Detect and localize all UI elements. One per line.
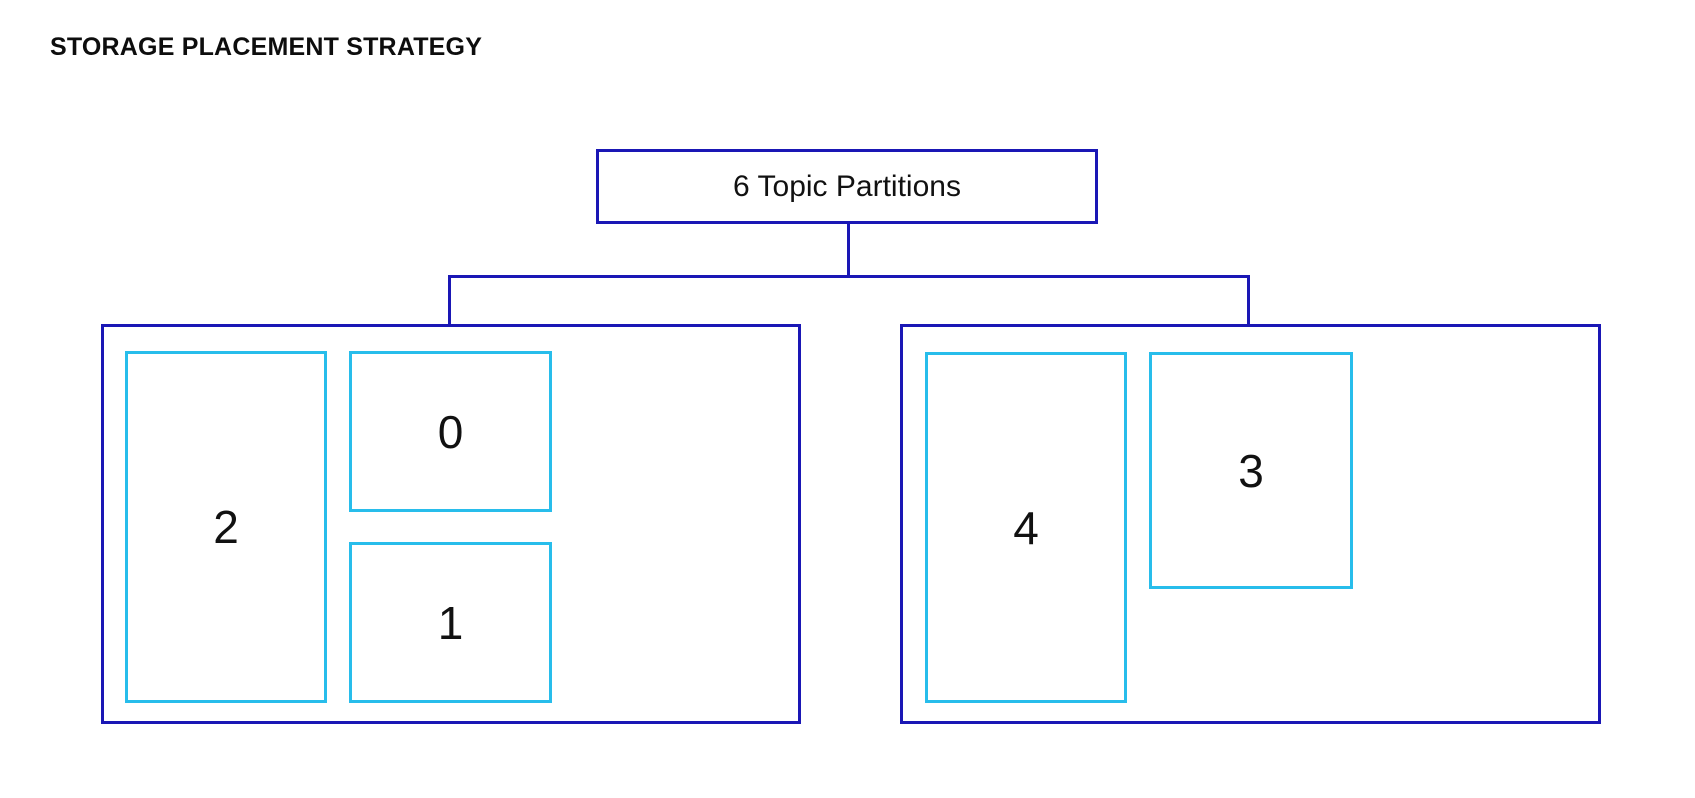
broker-left[interactable] (101, 324, 801, 724)
partition-box-1[interactable]: 1 (349, 542, 552, 703)
partition-label: 3 (1238, 444, 1264, 497)
root-node-label: 6 Topic Partitions (733, 169, 961, 203)
partition-label: 2 (213, 501, 239, 553)
connector-drop-left (448, 275, 451, 324)
partition-box-4[interactable]: 4 (925, 352, 1127, 703)
connector-bus (448, 275, 1250, 278)
connector-trunk (847, 224, 850, 278)
partition-box-3[interactable]: 3 (1149, 352, 1353, 589)
partition-label: 1 (437, 596, 464, 649)
partition-label: 0 (437, 405, 464, 458)
page-title: STORAGE PLACEMENT STRATEGY (50, 33, 483, 61)
connector-drop-right (1247, 275, 1250, 324)
partition-box-0[interactable]: 0 (349, 351, 552, 512)
partition-label: 4 (1013, 501, 1039, 554)
partition-box-2[interactable]: 2 (125, 351, 327, 703)
root-node-topic-partitions[interactable]: 6 Topic Partitions (596, 149, 1098, 224)
broker-right[interactable] (900, 324, 1601, 724)
